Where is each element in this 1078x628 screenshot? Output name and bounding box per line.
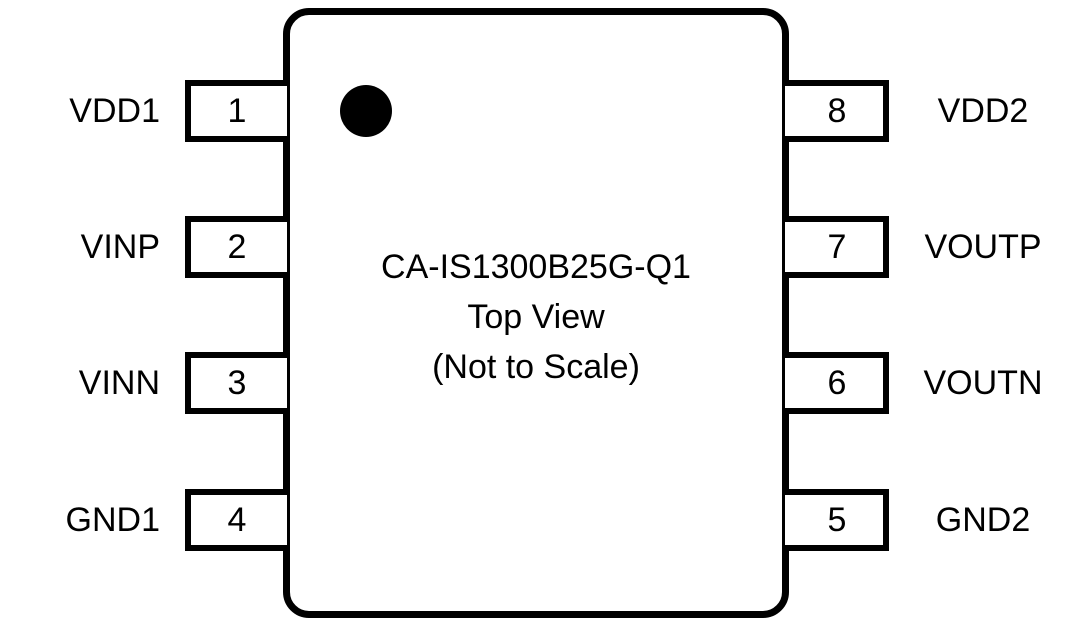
pin-5: 5 (785, 489, 889, 551)
pin-7-name: VOUTP (924, 227, 1042, 266)
pin-6-name: VOUTN (923, 363, 1043, 402)
pin-3-name: VINN (78, 363, 160, 402)
pin-7: 7 (785, 216, 889, 278)
chip-scale-note: (Not to Scale) (432, 348, 640, 386)
pin-4-number: 4 (227, 500, 247, 539)
pin-1: 1 (185, 80, 287, 142)
pin-2-name: VINP (80, 227, 160, 266)
pin1-indicator-dot (340, 85, 392, 137)
chip-view-label: Top View (467, 298, 605, 336)
pin-4-name: GND1 (65, 500, 160, 539)
pin-2-number: 2 (227, 227, 247, 266)
pin-7-number: 7 (827, 227, 847, 266)
pin-8-number: 8 (827, 91, 847, 130)
pin-5-name: GND2 (935, 500, 1031, 539)
pin-3: 3 (185, 352, 287, 414)
pin-6-number: 6 (827, 363, 847, 402)
pin-8-name: VDD2 (937, 91, 1029, 130)
pin-2: 2 (185, 216, 287, 278)
pin-6: 6 (785, 352, 889, 414)
pin-4: 4 (185, 489, 287, 551)
chip-part-number: CA-IS1300B25G-Q1 (381, 248, 691, 286)
pin-5-number: 5 (827, 500, 847, 539)
pin-3-number: 3 (227, 363, 247, 402)
pin-1-number: 1 (227, 91, 247, 130)
pin-8: 8 (785, 80, 889, 142)
pin-1-name: VDD1 (69, 91, 160, 130)
